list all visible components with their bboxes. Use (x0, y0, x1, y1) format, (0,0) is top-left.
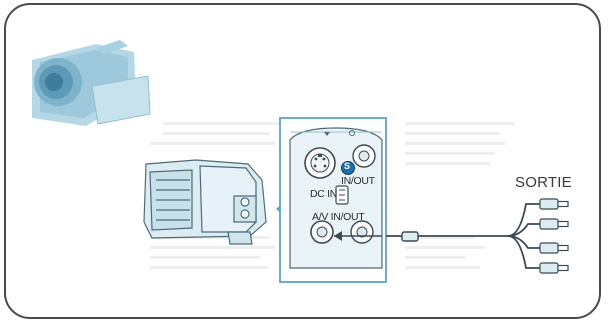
s-video-badge: S (344, 161, 350, 171)
dc-in-port-label: DC IN (310, 188, 337, 200)
rca-plugs (540, 199, 568, 273)
s-video-port-label: IN/OUT (341, 175, 375, 187)
camcorder-thumbnail (20, 25, 163, 137)
connector-panel (280, 118, 386, 282)
av-port-label: A/V IN/OUT (312, 211, 364, 223)
output-label: SORTIE (515, 174, 572, 191)
camcorder-side-drawing (144, 160, 266, 244)
